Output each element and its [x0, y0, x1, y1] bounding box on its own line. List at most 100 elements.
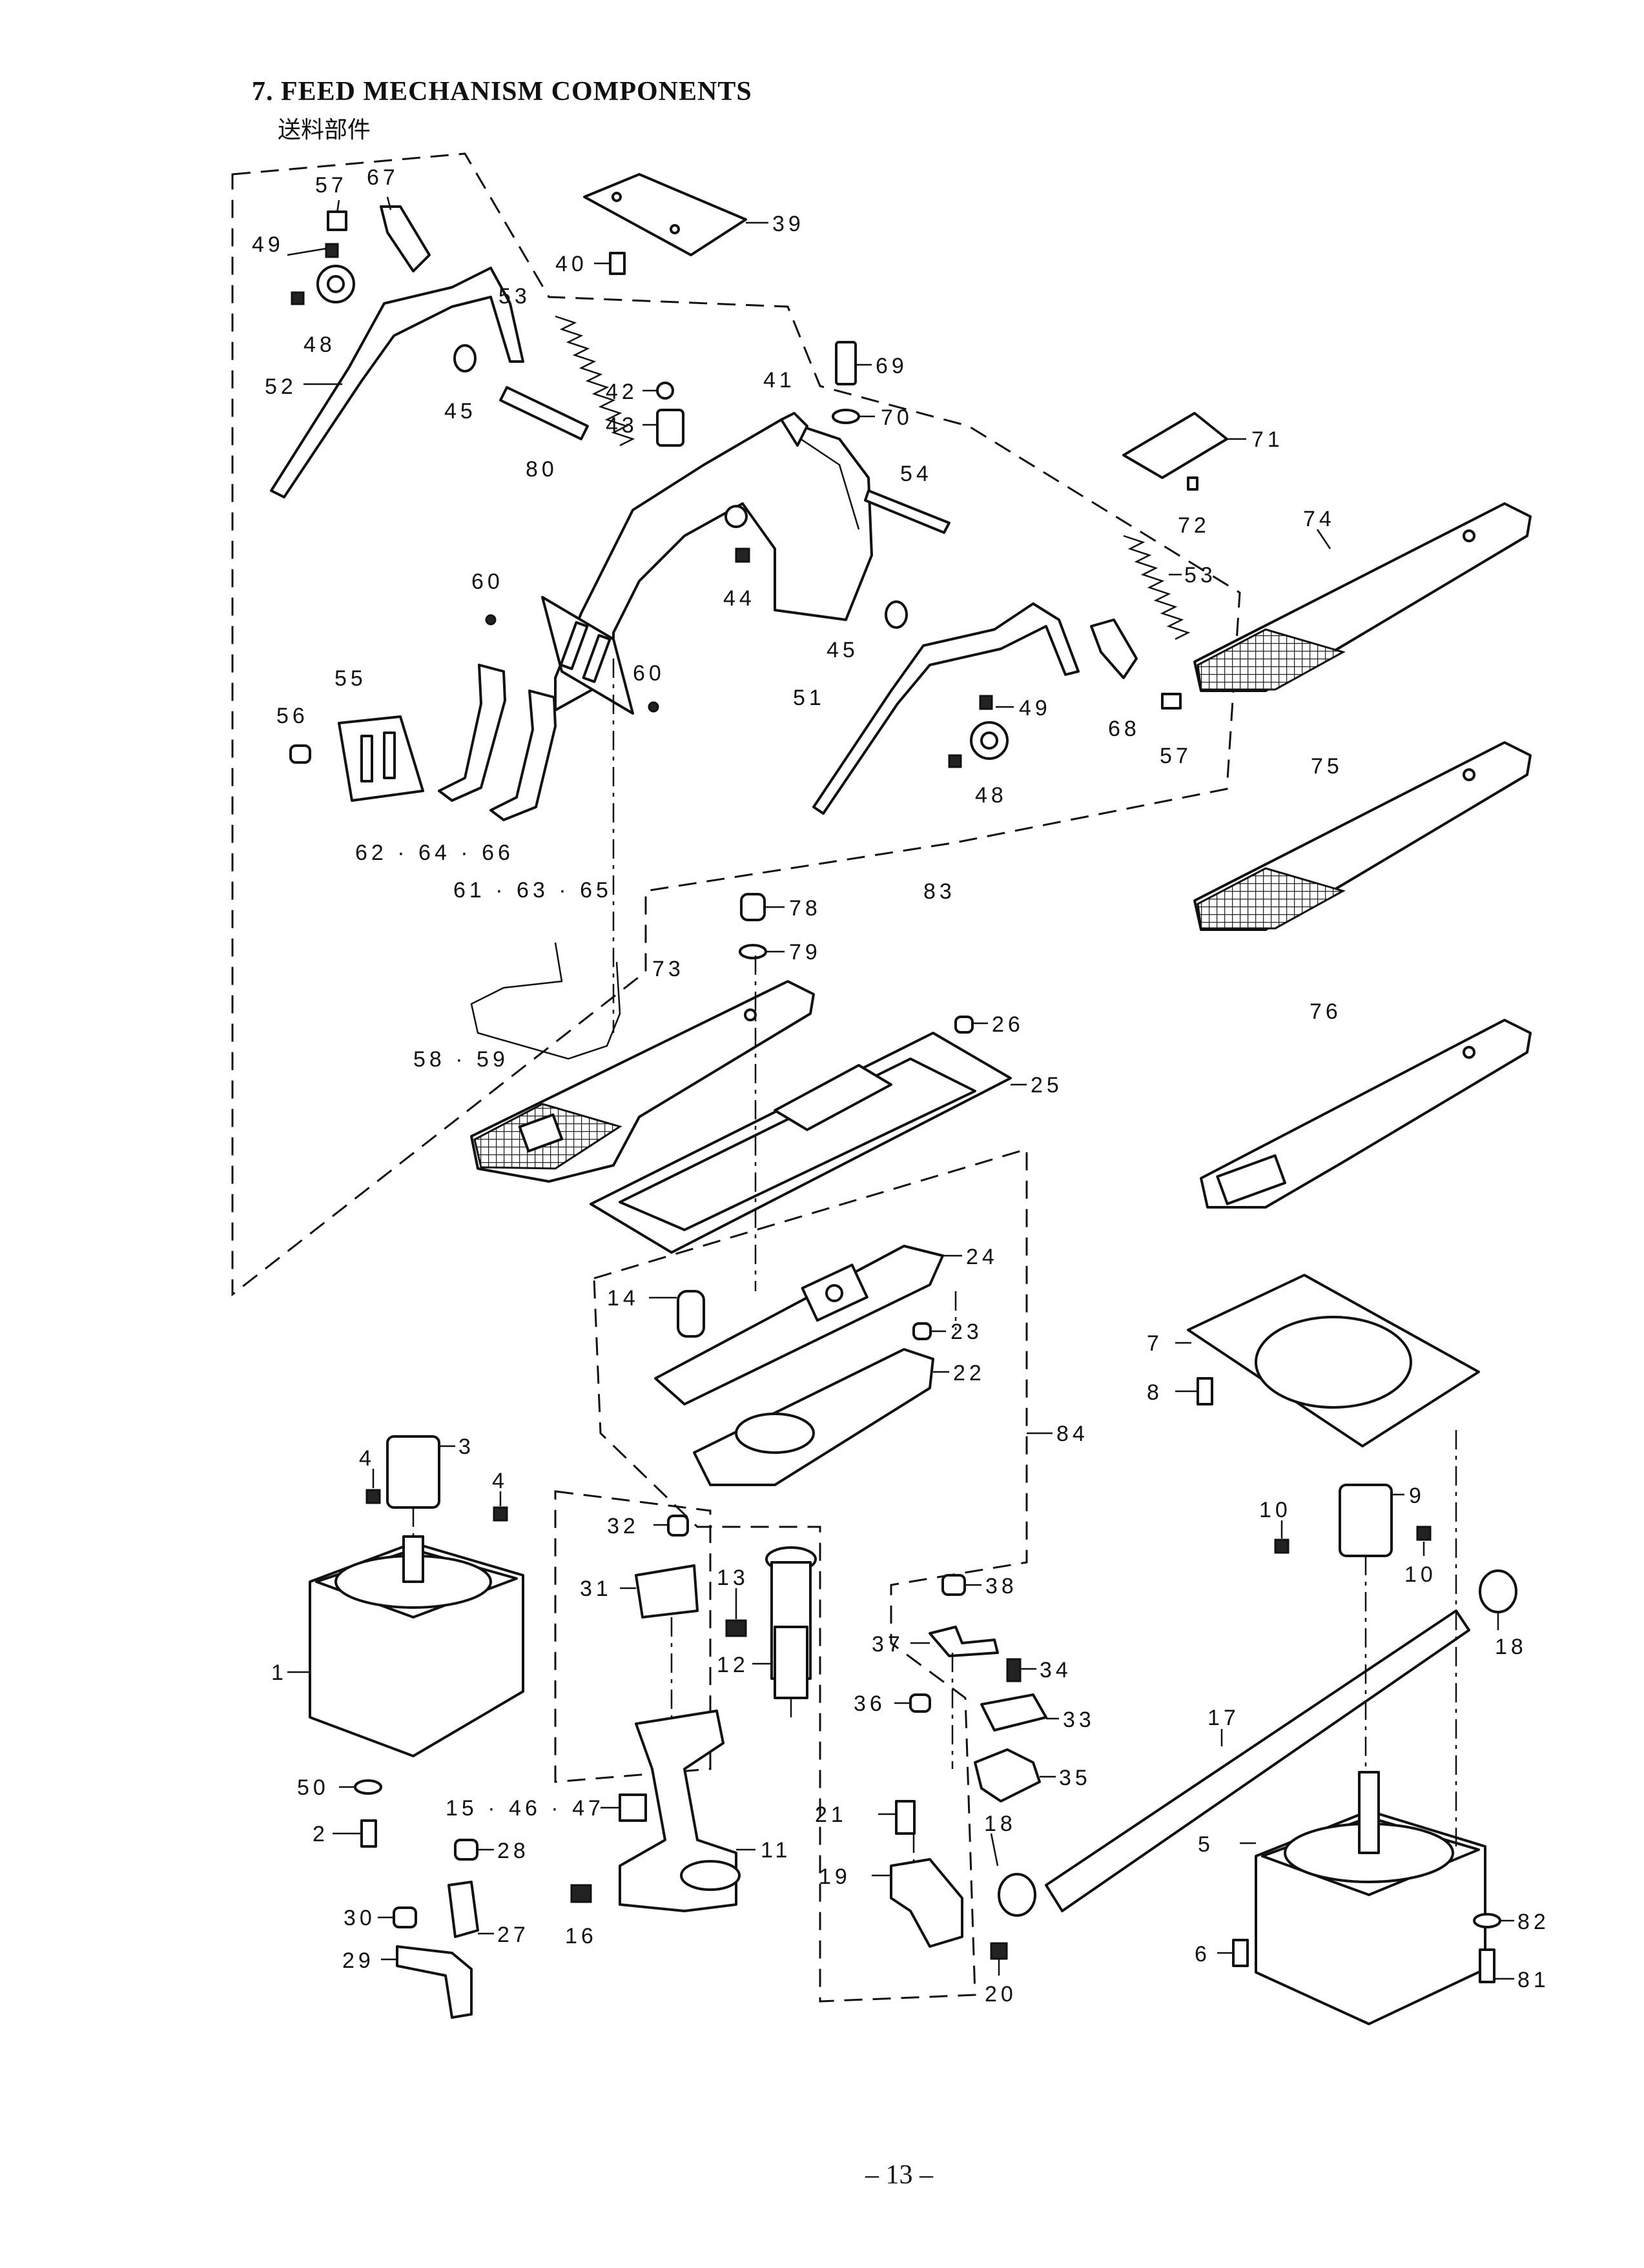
callout-label: 5 [1198, 1832, 1214, 1857]
callout-label: 38 [985, 1574, 1018, 1599]
screw-2 [360, 1819, 377, 1848]
callout-label: 82 [1517, 1910, 1550, 1934]
callout-label: 12 [717, 1653, 749, 1677]
screw-81 [1479, 1948, 1495, 1983]
callout-label: 67 [367, 165, 399, 190]
callout-label: 48 [975, 783, 1007, 808]
callout-label: 60 [633, 661, 665, 686]
callout-label: 80 [526, 457, 558, 482]
callout-label: 29 [342, 1948, 375, 1973]
clamp-block-19 [890, 1858, 963, 1948]
callout-label: 6 [1195, 1942, 1211, 1967]
callout-label: 10 [1259, 1498, 1291, 1522]
screw-44 [735, 547, 750, 563]
screw-21 [895, 1800, 916, 1835]
shaft-12 [765, 1546, 817, 1699]
callout-label: 18 [1495, 1635, 1527, 1659]
plate-29 [396, 1945, 473, 2019]
screw-40 [609, 252, 626, 275]
page-subtitle: 送料部件 [278, 117, 371, 143]
callout-label: 57 [1160, 744, 1192, 768]
screw-16 [570, 1884, 592, 1903]
assembly-83-boundary [231, 152, 1241, 1297]
callout-label: 9 [1409, 1484, 1425, 1508]
screw-69 [835, 341, 857, 385]
wire-spring-58 [470, 942, 621, 1060]
shaft-17 [1045, 1609, 1470, 1912]
callout-label: 81 [1517, 1968, 1550, 1992]
screw-8 [1197, 1377, 1213, 1405]
callout-label: 36 [854, 1691, 886, 1716]
callout-label: 57 [315, 173, 347, 198]
callout-label: 48 [303, 332, 336, 357]
shaft-54 [864, 489, 950, 534]
callout-label: 79 [789, 940, 821, 965]
callout-label: 23 [950, 1320, 983, 1344]
callout-label: 26 [992, 1012, 1024, 1037]
callout-label: 35 [1059, 1766, 1091, 1790]
callout-label: 1 [271, 1660, 287, 1685]
callout-label: 16 [565, 1924, 597, 1948]
finger-61 [489, 690, 557, 821]
callout-label: 41 [763, 368, 796, 393]
frame-plate-60 [541, 596, 634, 715]
screw-32 [667, 1515, 689, 1537]
screw-34 [1006, 1658, 1022, 1682]
spring-53-right [1123, 535, 1191, 640]
link-68 [1090, 618, 1138, 679]
callout-label: 14 [607, 1286, 639, 1311]
callout-label: 60 [471, 569, 504, 594]
callout-label: 31 [580, 1577, 612, 1601]
washer-82 [1473, 1913, 1501, 1928]
callout-label: 42 [606, 380, 638, 404]
callout-label: 72 [1178, 513, 1210, 538]
callout-label: 45 [827, 638, 859, 662]
callout-label: 19 [819, 1864, 851, 1889]
page-number: – 13 – [865, 2160, 933, 2190]
callout-label: 50 [297, 1775, 329, 1800]
stepping-motor-5 [1255, 1771, 1486, 2025]
bracket-31 [635, 1564, 699, 1619]
callout-label: 84 [1056, 1422, 1089, 1446]
clamp-plate-73 [470, 980, 815, 1183]
callout-label: 30 [344, 1906, 376, 1930]
callout-label: 43 [606, 413, 638, 438]
callout-label: 15 · 46 · 47 [446, 1796, 604, 1821]
screw-13 [725, 1619, 747, 1637]
bushing-18-left [998, 1873, 1036, 1917]
callout-label: 78 [789, 896, 821, 921]
callout-label: 45 [444, 399, 477, 424]
washer-79 [739, 944, 767, 959]
callout-label: 17 [1207, 1706, 1240, 1730]
washer-45-mid [885, 600, 908, 629]
screw-78 [740, 893, 766, 921]
bushing-18-right [1479, 1569, 1517, 1613]
screw-57-right [1161, 693, 1182, 710]
clamp-plate-74 [1193, 502, 1532, 692]
screw-56 [289, 744, 311, 764]
callout-label: 44 [723, 586, 755, 611]
presser-arm-52 [270, 267, 524, 498]
callout-label: 68 [1108, 717, 1140, 741]
callout-label: 37 [872, 1632, 904, 1657]
cover-plate-39 [583, 173, 747, 256]
gear-9 [1339, 1484, 1393, 1557]
callout-label: 10 [1404, 1562, 1437, 1587]
callout-label: 21 [815, 1803, 847, 1827]
nut-42 [656, 382, 674, 400]
callout-label: 40 [555, 252, 588, 276]
shaft-80 [499, 386, 589, 440]
presser-arm-51 [812, 602, 1080, 815]
screw-28 [454, 1839, 478, 1861]
callout-label: 58 · 59 [413, 1047, 509, 1072]
screw-36 [909, 1693, 931, 1713]
page-title: 7. FEED MECHANISM COMPONENTS [252, 77, 752, 107]
screw-26 [954, 1016, 974, 1034]
plate-35 [974, 1748, 1041, 1803]
callout-label: 83 [923, 879, 956, 904]
washer-50 [354, 1779, 382, 1795]
callout-label: 2 [313, 1822, 329, 1846]
callout-label: 74 [1303, 507, 1335, 531]
callout-label: 70 [881, 405, 913, 430]
